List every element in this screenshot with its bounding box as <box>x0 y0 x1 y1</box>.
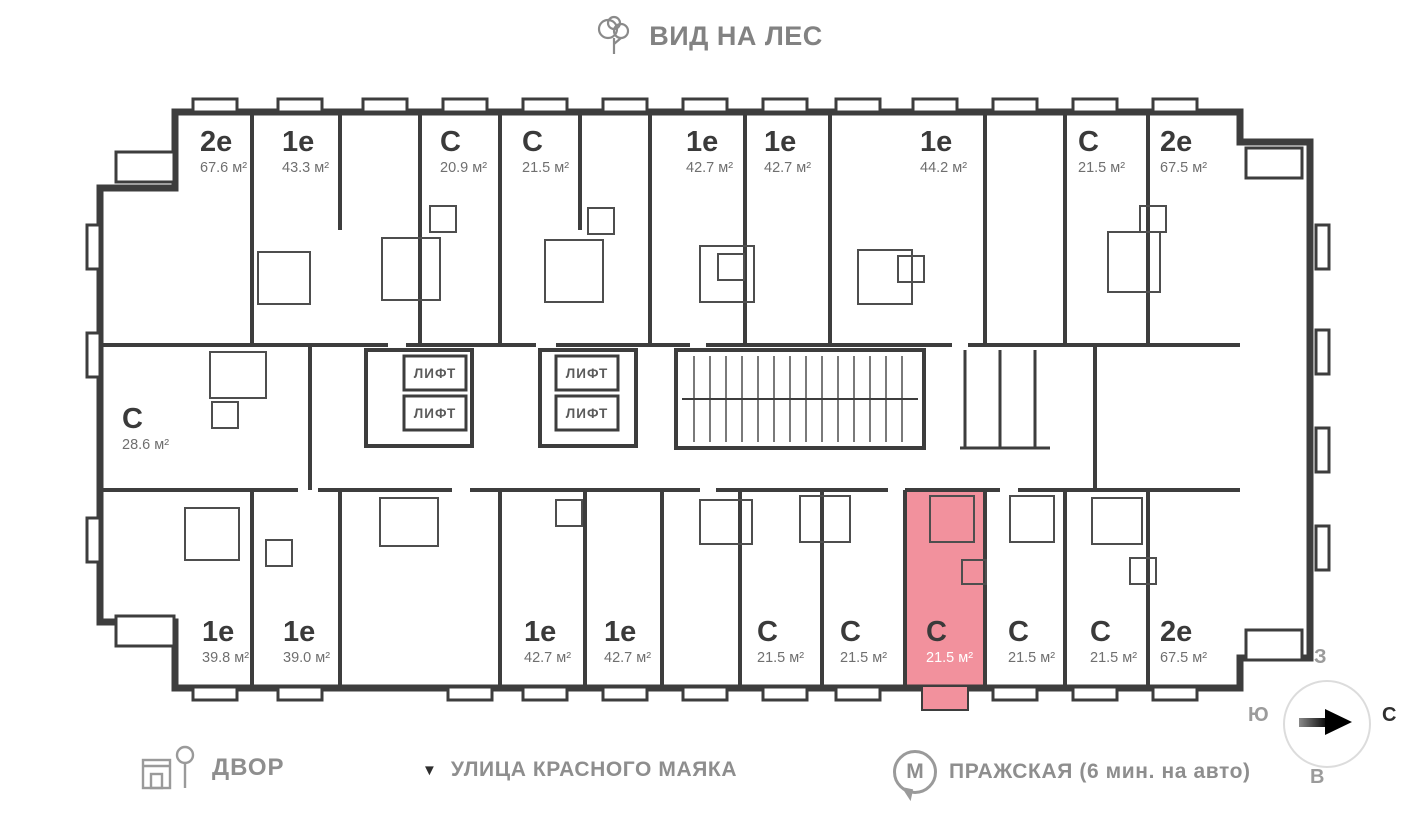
apartment-type: С <box>1008 616 1029 648</box>
compass-circle <box>1283 680 1371 768</box>
street-legend: ▼ УЛИЦА КРАСНОГО МАЯКА <box>422 758 737 782</box>
apartment-type: 1е <box>764 126 797 158</box>
elevator-label: ЛИФТ <box>414 406 456 421</box>
apartment-label[interactable]: С 21.5 м² <box>1078 126 1126 176</box>
apartment-area: 42.7 м² <box>686 159 734 176</box>
apartment-label[interactable]: С 28.6 м² <box>122 403 170 453</box>
yard-legend: ДВОР <box>140 744 285 792</box>
apartment-label[interactable]: 1е 42.7 м² <box>764 126 812 176</box>
apartment-type: 1е <box>920 126 953 158</box>
fixtures <box>184 205 1167 585</box>
view-title: ВИД НА ЛЕС <box>649 20 823 51</box>
compass-arrow-icon <box>1325 709 1352 735</box>
apartment-area: 39.0 м² <box>283 649 331 666</box>
window-ticks <box>85 97 1331 702</box>
apartment-area: 21.5 м² <box>1078 159 1126 176</box>
tree-icon <box>598 15 630 54</box>
elevator-label: ЛИФТ <box>566 366 608 381</box>
apartment-type: 2е <box>1160 126 1193 158</box>
apartment-label[interactable]: 1е 42.7 м² <box>524 616 572 666</box>
compass-west: З <box>1314 646 1327 668</box>
apartment-type: 1е <box>524 616 557 648</box>
apartment-area: 21.5 м² <box>840 649 888 666</box>
apartment-area: 21.5 м² <box>757 649 805 666</box>
apartment-label[interactable]: С 21.5 м² <box>840 616 888 666</box>
compass-north: С <box>1382 704 1397 726</box>
metro-icon: М <box>893 750 937 794</box>
apartment-type: 1е <box>282 126 315 158</box>
apartment-type: 1е <box>604 616 637 648</box>
apartment-type: 1е <box>686 126 719 158</box>
apartment-label[interactable]: 1е 42.7 м² <box>604 616 652 666</box>
apartment-label[interactable]: 2е 67.5 м² <box>1160 126 1208 176</box>
apartment-label[interactable]: С 21.5 м² <box>1008 616 1056 666</box>
interior-walls <box>100 115 1240 685</box>
apartment-area: 28.6 м² <box>122 436 170 453</box>
elevator-label: ЛИФТ <box>566 406 608 421</box>
metro-label: ПРАЖСКАЯ (6 мин. на авто) <box>949 760 1251 783</box>
apartment-area: 21.5 м² <box>926 649 974 666</box>
apartment-area: 67.5 м² <box>1160 649 1208 666</box>
selected-apartment-area[interactable] <box>905 490 985 688</box>
street-label: УЛИЦА КРАСНОГО МАЯКА <box>450 758 738 781</box>
apartment-type: С <box>840 616 861 648</box>
apartment-area: 39.8 м² <box>202 649 250 666</box>
apartment-type: С <box>1090 616 1111 648</box>
apartment-label[interactable]: 2е 67.5 м² <box>1160 616 1208 666</box>
apartment-type: С <box>926 616 947 648</box>
apartment-area: 42.7 м² <box>524 649 572 666</box>
apartment-area: 20.9 м² <box>440 159 488 176</box>
apartment-type: С <box>522 126 543 158</box>
apartment-type: 1е <box>283 616 316 648</box>
compass-arrow-tail <box>1299 718 1325 727</box>
selected-apartment-balcony[interactable] <box>921 685 969 711</box>
apartment-label[interactable]: С 21.5 м² <box>1090 616 1138 666</box>
apartment-label[interactable]: 1е 39.8 м² <box>202 616 250 666</box>
apartment-area: 21.5 м² <box>522 159 570 176</box>
view-direction-header: ВИД НА ЛЕС <box>0 14 1416 58</box>
yard-icon <box>141 745 195 790</box>
yard-label: ДВОР <box>212 754 285 781</box>
apartment-label-selected[interactable]: С 21.5 м² <box>926 616 974 666</box>
apartment-label[interactable]: С 21.5 м² <box>757 616 805 666</box>
elevator-block <box>364 348 638 448</box>
apartment-label[interactable]: 1е 42.7 м² <box>686 126 734 176</box>
apartment-type: 2е <box>1160 616 1193 648</box>
apartment-area: 44.2 м² <box>920 159 968 176</box>
building-outline <box>96 108 1314 692</box>
apartment-area: 67.5 м² <box>1160 159 1208 176</box>
apartment-label[interactable]: С 20.9 м² <box>440 126 488 176</box>
apartment-area: 21.5 м² <box>1008 649 1056 666</box>
apartment-type: 1е <box>202 616 235 648</box>
apartment-type: С <box>440 126 461 158</box>
apartment-label[interactable]: 1е 44.2 м² <box>920 126 968 176</box>
apartment-type: С <box>122 403 143 435</box>
metro-legend: М ПРАЖСКАЯ (6 мин. на авто) <box>893 750 1251 794</box>
apartment-type: С <box>1078 126 1099 158</box>
apartment-label[interactable]: 1е 43.3 м² <box>282 126 330 176</box>
apartment-type: С <box>757 616 778 648</box>
elevator-label: ЛИФТ <box>414 366 456 381</box>
apartment-area: 43.3 м² <box>282 159 330 176</box>
apartment-type: 2е <box>200 126 233 158</box>
street-marker-icon: ▼ <box>422 761 437 779</box>
stairs <box>674 348 926 450</box>
elevator-labels: ЛИФТ ЛИФТ ЛИФТ ЛИФТ <box>414 366 608 421</box>
compass-east: В <box>1310 766 1325 788</box>
apartment-label[interactable]: С 21.5 м² <box>522 126 570 176</box>
compass-south: Ю <box>1248 704 1269 726</box>
apartment-area: 67.6 м² <box>200 159 248 176</box>
apartment-area: 21.5 м² <box>1090 649 1138 666</box>
apartment-area: 42.7 м² <box>604 649 652 666</box>
apartment-label[interactable]: 1е 39.0 м² <box>283 616 331 666</box>
apartment-area: 42.7 м² <box>764 159 812 176</box>
apartment-label[interactable]: 2е 67.6 м² <box>200 126 248 176</box>
